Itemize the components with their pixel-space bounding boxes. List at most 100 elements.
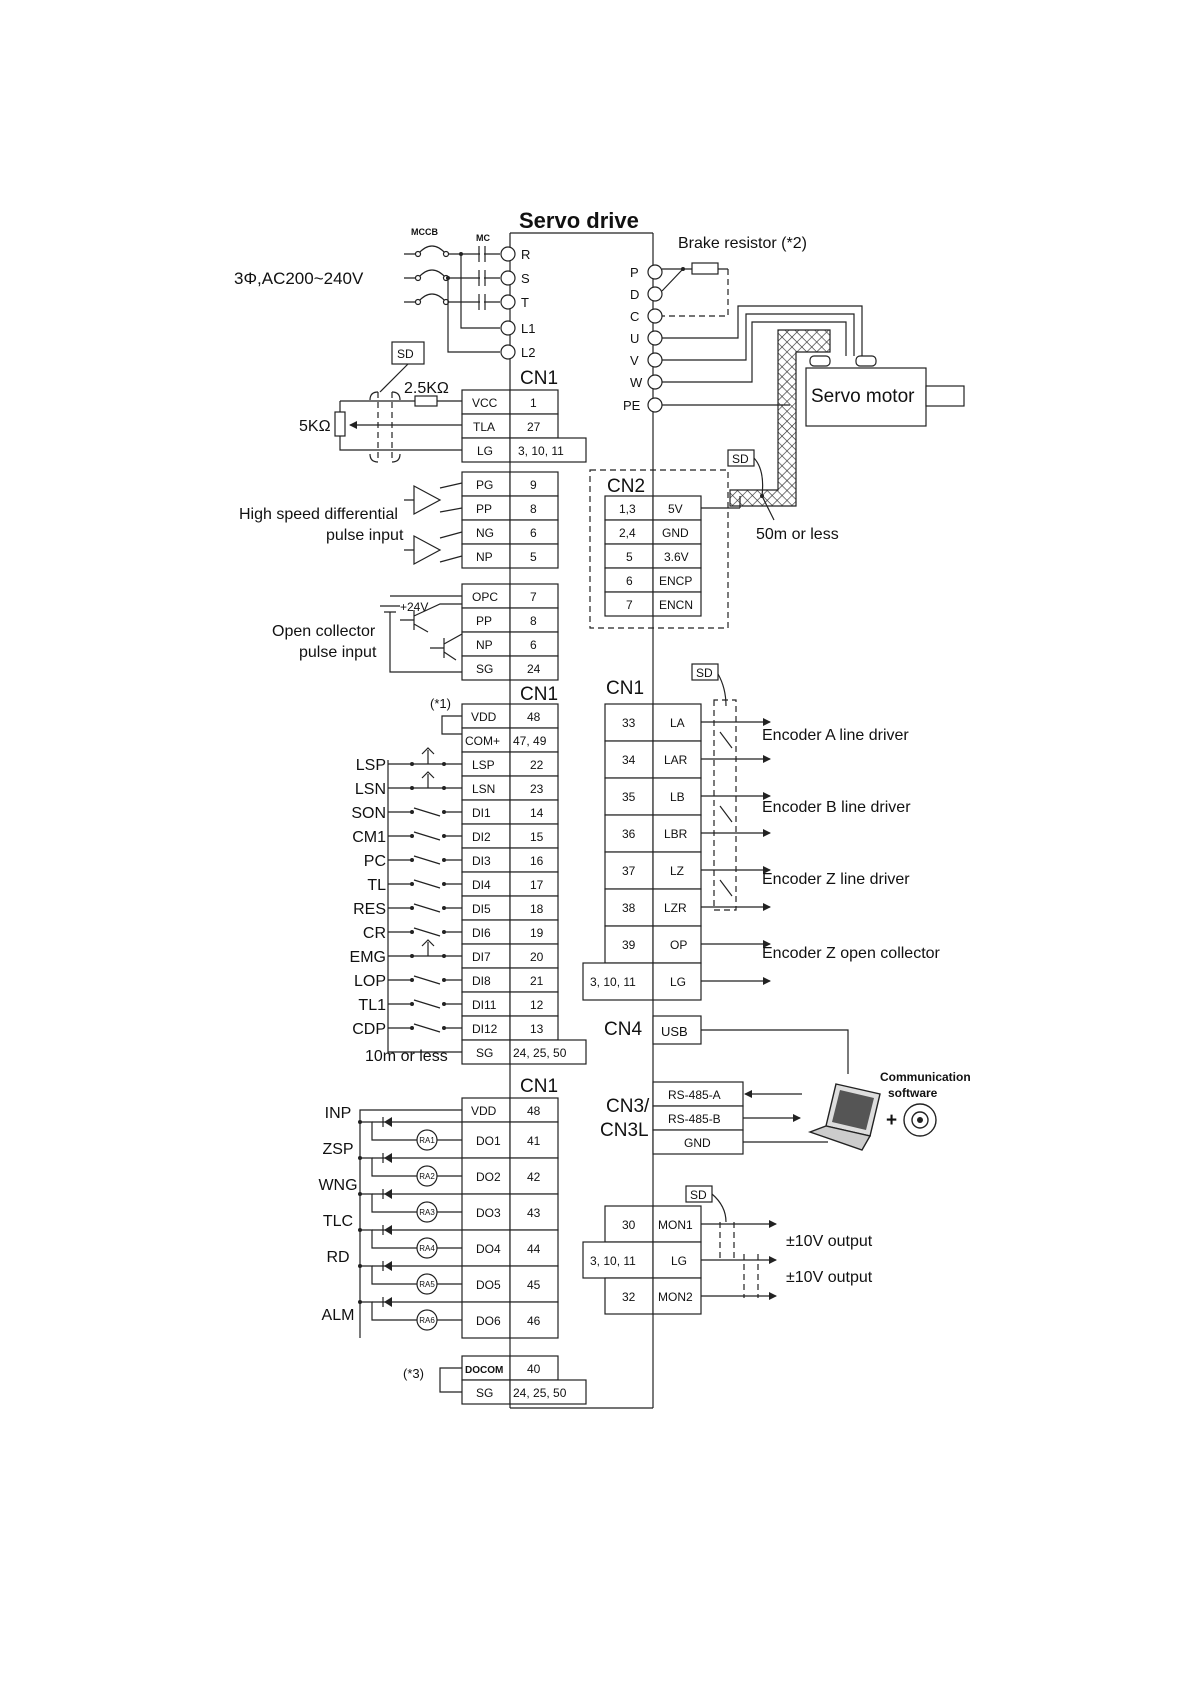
cn2-sig-encp: ENCP xyxy=(659,574,692,588)
oc-sig-sg: SG xyxy=(476,662,493,676)
terminal-u-label: U xyxy=(630,331,639,346)
input-name-tl1: TL1 xyxy=(358,997,386,1014)
sd-label-motor: SD xyxy=(732,452,749,466)
diff-sig-ng: NG xyxy=(476,526,494,540)
out-sig-sg: SG xyxy=(476,1386,493,1400)
input-name-cdp: CDP xyxy=(352,1021,386,1038)
in-pin-13: 13 xyxy=(530,1022,544,1036)
cn2-pin-5: 5 xyxy=(626,550,633,564)
in-sig-di8: DI8 xyxy=(472,974,491,988)
oc-pin-7: 7 xyxy=(530,590,537,604)
terminal-r-label: R xyxy=(521,247,530,262)
in-pin-12: 12 xyxy=(530,998,544,1012)
terminal-v-label: V xyxy=(630,353,639,368)
in-pin-20: 20 xyxy=(530,950,544,964)
cn2-sig-36v: 3.6V xyxy=(664,550,689,564)
diff-pin-6: 6 xyxy=(530,526,537,540)
cn1-sig-lg: LG xyxy=(477,444,493,458)
mon-pin-30: 30 xyxy=(622,1218,636,1232)
out-sig-docom: DOCOM xyxy=(465,1365,503,1376)
comm-software-label-2: software xyxy=(888,1086,938,1100)
in-pin-16: 16 xyxy=(530,854,544,868)
in-sig-sg: SG xyxy=(476,1046,493,1060)
encoder-z-label: Encoder Z line driver xyxy=(762,871,910,888)
in-sig-comp: COM+ xyxy=(465,734,500,748)
mon-pin-lg: 3, 10, 11 xyxy=(590,1254,636,1268)
laptop-icon xyxy=(807,1083,881,1151)
out-sig-do5: DO5 xyxy=(476,1278,501,1292)
in-pin-23: 23 xyxy=(530,782,544,796)
cn4-label: CN4 xyxy=(604,1019,642,1040)
in-pin-19: 19 xyxy=(530,926,544,940)
encoder-z-oc-label: Encoder Z open collector xyxy=(762,945,941,962)
out-pin-45: 45 xyxy=(527,1278,541,1292)
enc-pin-4: 37 xyxy=(622,864,636,878)
comm-software-label-1: Communication xyxy=(880,1070,971,1084)
output-name-alm: ALM xyxy=(322,1307,355,1324)
input-name-lsn: LSN xyxy=(355,781,386,798)
cn3-label-2: CN3L xyxy=(600,1120,649,1141)
in-pin-14: 14 xyxy=(530,806,544,820)
terminal-l1-label: L1 xyxy=(521,321,535,336)
enc-sig-lz: LZ xyxy=(670,864,684,878)
cn2-sig-5v: 5V xyxy=(668,502,683,516)
cn1-sig-tla: TLA xyxy=(473,420,495,434)
enc-sig-op: OP xyxy=(670,938,687,952)
enc-sig-lb: LB xyxy=(670,790,685,804)
output-name-zsp: ZSP xyxy=(322,1141,353,1158)
cn1-pin-1: 1 xyxy=(530,396,537,410)
diff-sig-pg: PG xyxy=(476,478,493,492)
terminal-t-label: T xyxy=(521,295,529,310)
diff-pin-8: 8 xyxy=(530,502,537,516)
relay-ra2: RA2 xyxy=(419,1172,435,1181)
enc-pin-3: 36 xyxy=(622,827,636,841)
cn1-pin-lg: 3, 10, 11 xyxy=(518,444,564,458)
in-sig-di6: DI6 xyxy=(472,926,491,940)
out-sig-do4: DO4 xyxy=(476,1242,501,1256)
cn3-sig-rs485b: RS-485-B xyxy=(668,1112,721,1126)
diff-pulse-label-1: High speed differential xyxy=(239,506,398,523)
input-name-lop: LOP xyxy=(354,973,386,990)
output-name-inp: INP xyxy=(325,1105,352,1122)
cn2-label: CN2 xyxy=(607,476,645,497)
terminal-l2-label: L2 xyxy=(521,345,535,360)
output-name-wng: WNG xyxy=(318,1177,357,1194)
diff-pin-9: 9 xyxy=(530,478,537,492)
in-pin-17: 17 xyxy=(530,878,544,892)
cn2-pin-6: 6 xyxy=(626,574,633,588)
terminal-pe-label: PE xyxy=(623,398,641,413)
in-pin-18: 18 xyxy=(530,902,544,916)
diff-sig-np: NP xyxy=(476,550,493,564)
encoder-b-label: Encoder B line driver xyxy=(762,799,911,816)
in-pin-21: 21 xyxy=(530,974,544,988)
terminal-c-label: C xyxy=(630,309,639,324)
enc-sig-lar: LAR xyxy=(664,753,688,767)
diff-sig-pp: PP xyxy=(476,502,492,516)
cn1-label-1: CN1 xyxy=(520,368,558,389)
input-name-res: RES xyxy=(353,901,386,918)
motor-cable-length: 50m or less xyxy=(756,526,839,543)
input-name-tl: TL xyxy=(367,877,386,894)
out-pin-41: 41 xyxy=(527,1134,541,1148)
diff-pulse-label-2: pulse input xyxy=(326,527,404,544)
cn2-pin-24: 2,4 xyxy=(619,526,636,540)
output-name-tlc: TLC xyxy=(323,1213,353,1230)
in-sig-di1: DI1 xyxy=(472,806,491,820)
cn1-pin-27: 27 xyxy=(527,420,541,434)
cn3-sig-gnd: GND xyxy=(684,1136,711,1150)
out-pin-44: 44 xyxy=(527,1242,541,1256)
input-name-son: SON xyxy=(351,805,386,822)
brake-resistor-label: Brake resistor (*2) xyxy=(678,235,807,252)
input-name-cr: CR xyxy=(363,925,386,942)
servo-drive-title: Servo drive xyxy=(519,208,639,233)
relay-ra5: RA5 xyxy=(419,1280,435,1289)
note-1: (*1) xyxy=(430,696,451,711)
cn1-sig-vcc: VCC xyxy=(472,396,498,410)
monitor-block: 30 MON1 3, 10, 11 LG 32 MON2 SD ±10V out… xyxy=(582,1185,873,1315)
mc-label: MC xyxy=(476,233,490,243)
out-sig-vdd: VDD xyxy=(471,1104,497,1118)
pot-label: 5KΩ xyxy=(299,418,331,435)
